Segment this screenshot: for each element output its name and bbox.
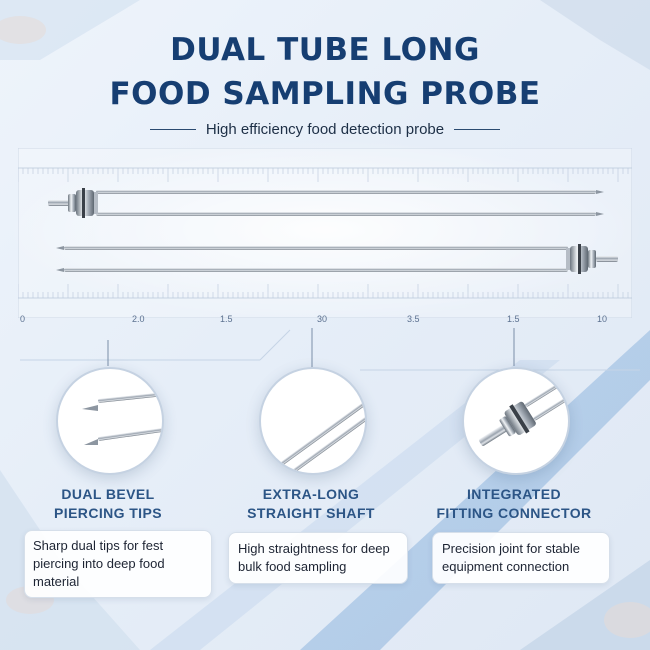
feature-title-line: FITTING CONNECTOR [436, 505, 592, 521]
feature-title-line: INTEGRATED [467, 486, 561, 502]
page-title: DUAL TUBE LONG FOOD SAMPLING PROBE [0, 28, 650, 116]
ruler-label: 2.0 [132, 314, 145, 324]
tips-closeup-icon [56, 367, 164, 475]
feature-title-connector: INTEGRATED FITTING CONNECTOR [409, 485, 619, 523]
shaft-closeup-image [262, 394, 365, 473]
probe-lower [56, 244, 618, 274]
connector-closeup-image [479, 378, 568, 446]
ruler-label: 1.5 [220, 314, 233, 324]
feature-desc-tips: Sharp dual tips for fest piercing into d… [24, 530, 212, 598]
ruler-labels: 0 2.0 1.5 30 3.5 1.5 10 [0, 314, 650, 328]
feature-desc-connector: Precision joint for stable equipment con… [432, 532, 610, 584]
feature-desc-shaft: High straightness for deep bulk food sam… [228, 532, 408, 584]
subtitle-rule-right [454, 128, 501, 130]
ruler-label: 0 [20, 314, 26, 324]
shaft-closeup-icon [259, 367, 367, 475]
feature-title-line: PIERCING TIPS [54, 505, 162, 521]
feature-title-line: STRAIGHT SHAFT [247, 505, 375, 521]
leader-lines [107, 328, 515, 370]
title-line-2: FOOD SAMPLING PROBE [109, 76, 541, 112]
feature-title-tips: DUAL BEVEL PIERCING TIPS [3, 485, 213, 523]
ruler-label: 30 [317, 314, 328, 324]
connector-closeup-icon [462, 367, 570, 475]
feature-title-shaft: EXTRA-LONG STRAIGHT SHAFT [206, 485, 416, 523]
ruler-label: 10 [597, 314, 608, 324]
feature-title-line: DUAL BEVEL [61, 486, 155, 502]
feature-title-line: EXTRA-LONG [262, 486, 360, 502]
probe-upper [48, 188, 604, 218]
ruler-label: 1.5 [507, 314, 520, 324]
ruler-label: 3.5 [407, 314, 420, 324]
subtitle-rule-left [149, 128, 196, 130]
subtitle: High efficiency food detection probe [205, 120, 445, 138]
title-line-1: DUAL TUBE LONG [170, 32, 480, 68]
subtitle-row: High efficiency food detection probe [0, 119, 650, 139]
tips-closeup-image [82, 391, 162, 445]
ruler-grid [18, 148, 632, 318]
